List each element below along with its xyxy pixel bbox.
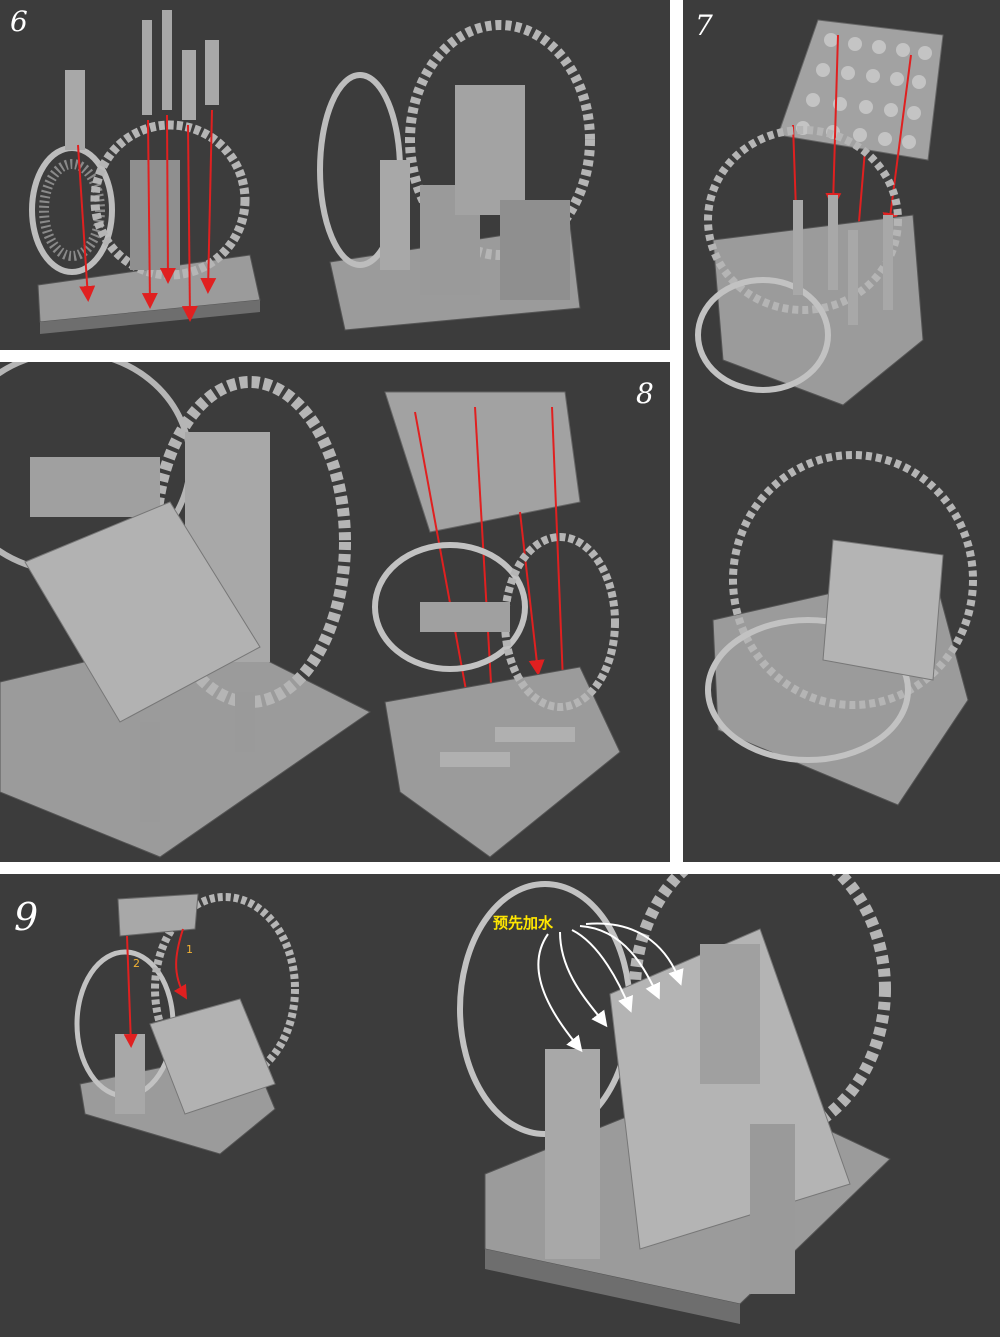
water-arrows	[537, 922, 684, 1053]
step-number-6: 6	[10, 5, 28, 38]
cup-grid-piece	[777, 19, 944, 161]
panel-step-7: 7	[683, 0, 1000, 862]
step-7-illustration	[695, 19, 977, 806]
step-8-illustration	[0, 362, 621, 858]
prefill-water-note: 预先加水	[493, 914, 554, 932]
step-9-illustration	[74, 874, 891, 1324]
order-arrows	[123, 928, 188, 1048]
step-number-8: 8	[636, 377, 654, 410]
step-6-illustration	[29, 10, 595, 334]
order-label-2: 2	[133, 957, 140, 970]
support-pillars	[65, 10, 219, 150]
close-up-model-step-8	[0, 362, 371, 858]
insert-arrows	[77, 109, 217, 322]
large-model-step-9	[457, 874, 891, 1324]
cup-grid-piece-step-8	[384, 391, 581, 533]
assembled-model-step-6	[317, 20, 595, 331]
gear-wheel	[90, 120, 250, 280]
step-number-7: 7	[695, 9, 713, 42]
small-model-step-9	[74, 893, 299, 1155]
fan-wheel	[29, 145, 115, 275]
panel-step-9: 9 1 2 预先加水	[0, 874, 1000, 1337]
exploded-model-step-7	[695, 126, 924, 406]
exploded-model-step-8	[372, 533, 621, 858]
panel-step-6: 6	[0, 0, 670, 350]
assembled-model-step-7	[705, 451, 977, 806]
order-label-1: 1	[186, 943, 193, 956]
step-number-9: 9	[14, 895, 39, 939]
panel-step-8: 8	[0, 362, 670, 862]
